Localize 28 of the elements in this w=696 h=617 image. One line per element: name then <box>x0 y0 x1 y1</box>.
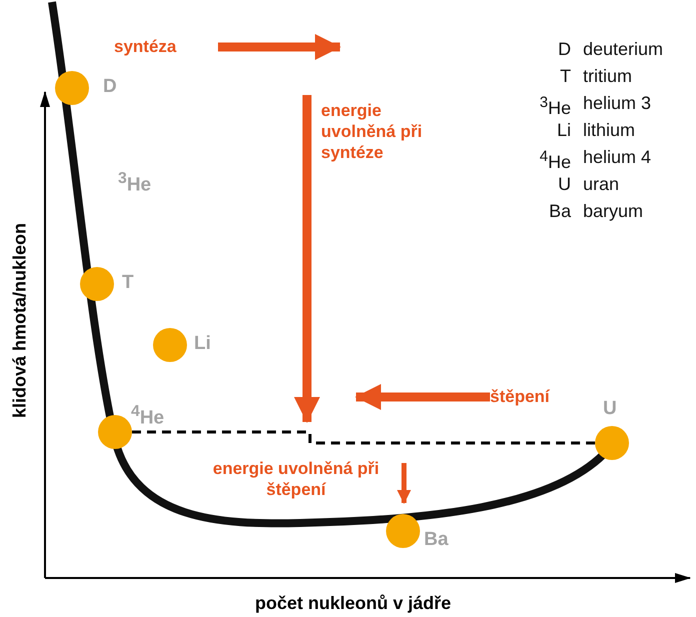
annotation: energie uvolněná při syntéze <box>321 100 424 163</box>
annotation: energie uvolněná při štěpení <box>212 458 380 500</box>
element-symbol: U <box>558 173 571 195</box>
element-name: helium 4 <box>583 146 652 168</box>
element-symbol: $^{3}$He <box>118 170 152 196</box>
element-name: lithium <box>583 119 636 141</box>
element-symbol: $^{4}$He <box>540 147 571 173</box>
element-symbol: Li <box>194 333 211 355</box>
element-name: deuterium <box>583 38 664 60</box>
element-symbol: $^{3}$He <box>540 93 571 119</box>
element-name: baryum <box>583 200 644 222</box>
element-symbol: Li <box>556 119 571 141</box>
element-symbol: D <box>558 38 571 60</box>
element-symbol: D <box>103 76 117 98</box>
element-symbol: $^{4}$He <box>131 403 164 430</box>
element-name: tritium <box>583 65 632 87</box>
axis-title: počet nukleonů v jádře <box>255 593 452 614</box>
element-symbol: Ba <box>548 200 571 222</box>
process-label: štěpení <box>490 386 550 407</box>
element-name: uran <box>583 173 620 195</box>
axis-title: klidová hmota/nukleon <box>10 222 30 420</box>
element-symbol: T <box>122 272 134 294</box>
process-label: syntéza <box>114 36 176 57</box>
element-symbol: Ba <box>424 529 448 551</box>
element-symbol: T <box>560 65 571 87</box>
element-name: helium 3 <box>583 92 652 114</box>
level-line <box>132 430 595 444</box>
element-symbol: U <box>603 398 617 420</box>
